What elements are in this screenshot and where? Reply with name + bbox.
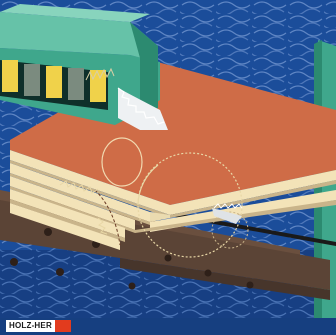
- scoring-blade: [211, 203, 249, 249]
- blade-teeth-edge: [59, 180, 108, 235]
- holzher-logo: HOLZ-HER: [6, 320, 84, 332]
- logo-mark: [54, 320, 71, 332]
- bottom-strip: [0, 318, 336, 335]
- logo-text: HOLZ-HER: [6, 320, 55, 332]
- blade-tip: [85, 67, 168, 130]
- main-saw-blade: [137, 152, 243, 258]
